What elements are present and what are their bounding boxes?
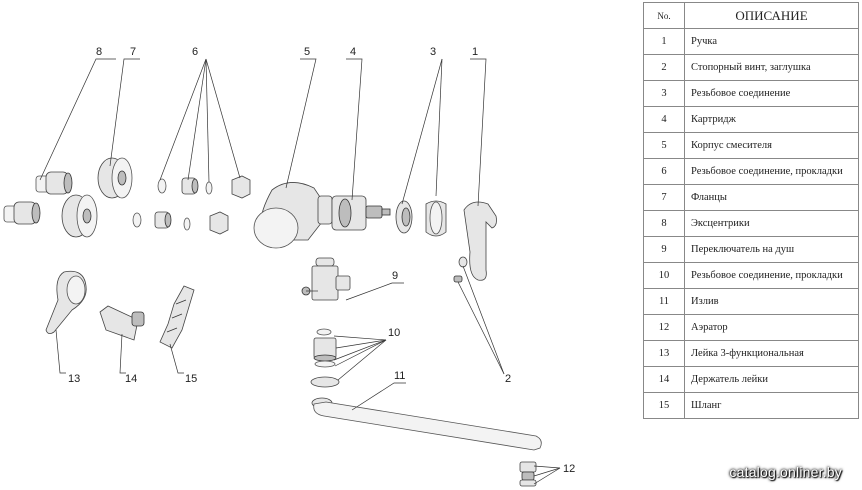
row-number: 1 bbox=[643, 28, 685, 55]
row-number: 4 bbox=[643, 106, 685, 133]
leader-lines bbox=[39, 58, 561, 485]
callout-9: 9 bbox=[392, 270, 398, 282]
callout-5: 5 bbox=[304, 46, 310, 58]
row-number: 9 bbox=[643, 236, 685, 263]
callout-2: 2 bbox=[505, 373, 511, 385]
row-number: 2 bbox=[643, 54, 685, 81]
part-6-connections bbox=[132, 175, 251, 235]
row-description: Лейка 3-функциональная bbox=[684, 340, 859, 367]
row-description: Аэратор bbox=[684, 314, 859, 341]
row-description: Эксцентрики bbox=[684, 210, 859, 237]
part-8-eccentrics bbox=[3, 171, 73, 225]
part-3-threaded-connection bbox=[395, 200, 447, 237]
part-15-hose bbox=[159, 285, 195, 349]
row-number: 8 bbox=[643, 210, 685, 237]
part-9-shower-switch bbox=[301, 257, 351, 301]
row-description: Картридж bbox=[684, 106, 859, 133]
part-14-shower-holder bbox=[99, 305, 145, 341]
row-number: 11 bbox=[643, 288, 685, 315]
callout-7: 7 bbox=[130, 46, 136, 58]
row-description: Переключатель на душ bbox=[684, 236, 859, 263]
callout-4: 4 bbox=[350, 46, 356, 58]
callout-14: 14 bbox=[125, 373, 137, 385]
callout-3: 3 bbox=[430, 46, 436, 58]
column-header-number: No. bbox=[643, 2, 685, 29]
callout-1: 1 bbox=[472, 46, 478, 58]
row-number: 7 bbox=[643, 184, 685, 211]
row-description: Ручка bbox=[684, 28, 859, 55]
row-description: Резьбовое соединение, прокладки bbox=[684, 158, 859, 185]
callout-15: 15 bbox=[185, 373, 197, 385]
callout-labels: 8 7 6 5 4 3 1 9 10 11 2 12 13 14 15 bbox=[68, 46, 575, 475]
row-number: 3 bbox=[643, 80, 685, 107]
row-description: Держатель лейки bbox=[684, 366, 859, 393]
exploded-view-diagram: 8 7 6 5 4 3 1 9 10 11 2 12 13 14 15 bbox=[3, 46, 575, 487]
part-12-aerator bbox=[519, 461, 537, 487]
row-description: Шланг bbox=[684, 392, 859, 419]
column-header-description: ОПИСАНИЕ bbox=[684, 2, 859, 29]
row-description: Излив bbox=[684, 288, 859, 315]
row-description: Фланцы bbox=[684, 184, 859, 211]
row-number: 14 bbox=[643, 366, 685, 393]
row-number: 5 bbox=[643, 132, 685, 159]
row-description: Резьбовое соединение, прокладки bbox=[684, 262, 859, 289]
watermark: catalog.onliner.by bbox=[729, 464, 842, 480]
callout-12: 12 bbox=[563, 463, 575, 475]
callout-10: 10 bbox=[388, 327, 400, 339]
callout-6: 6 bbox=[192, 46, 198, 58]
row-number: 12 bbox=[643, 314, 685, 341]
callout-8: 8 bbox=[96, 46, 102, 58]
part-4-cartridge bbox=[331, 195, 391, 231]
callout-13: 13 bbox=[68, 373, 80, 385]
table-header-row: No. ОПИСАНИЕ bbox=[643, 2, 859, 29]
row-number: 13 bbox=[643, 340, 685, 367]
part-7-flanges bbox=[61, 157, 133, 238]
part-13-hand-shower bbox=[45, 270, 87, 334]
row-description: Корпус смесителя bbox=[684, 132, 859, 159]
row-number: 6 bbox=[643, 158, 685, 185]
row-description: Резьбовое соединение bbox=[684, 80, 859, 107]
part-2-set-screw bbox=[453, 256, 468, 283]
part-11-spout bbox=[311, 397, 542, 451]
callout-11: 11 bbox=[394, 370, 405, 382]
row-description: Стопорный винт, заглушка bbox=[684, 54, 859, 81]
row-number: 15 bbox=[643, 392, 685, 419]
part-10-spout-connection bbox=[310, 328, 340, 388]
part-5-mixer-body bbox=[253, 182, 333, 249]
part-1-handle bbox=[463, 201, 497, 281]
row-number: 10 bbox=[643, 262, 685, 289]
